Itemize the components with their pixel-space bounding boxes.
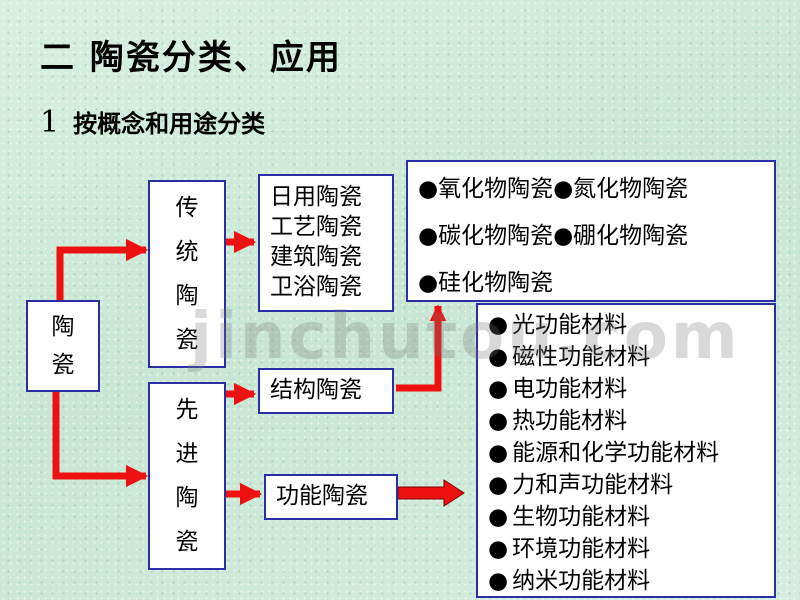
bullet-icon: ● <box>418 176 439 202</box>
traditional-char: 统 <box>175 238 199 265</box>
root-char: 陶 <box>51 313 75 340</box>
page-title: 二 陶瓷分类、应用 <box>40 38 342 78</box>
bullet-icon: ● <box>418 223 439 249</box>
arrow-root-to-advanced <box>52 392 149 488</box>
structural-type: 氮化物陶瓷 <box>573 176 689 202</box>
functional-label: 功能陶瓷 <box>276 483 368 510</box>
structural-types-row: ●硅化物陶瓷 <box>418 260 774 307</box>
functional-type: 生物功能材料 <box>488 501 774 533</box>
section-text: 按概念和用途分类 <box>73 110 266 138</box>
traditional-char: 传 <box>175 194 199 221</box>
functional-type: 力和声功能材料 <box>488 469 774 501</box>
structural-type: 氧化物陶瓷 <box>438 176 554 202</box>
traditional-char: 陶 <box>175 282 199 309</box>
arrow-root-to-traditional <box>56 238 149 302</box>
structural-types-row: ●氧化物陶瓷●氮化物陶瓷 <box>418 166 774 213</box>
arrow-structural-to-types <box>396 304 447 392</box>
structural-label: 结构陶瓷 <box>270 377 362 404</box>
functional-type: 热功能材料 <box>488 405 774 437</box>
structural-type: 硅化物陶瓷 <box>438 270 554 296</box>
bullet-icon: ● <box>553 223 574 249</box>
advanced-char: 进 <box>175 440 199 467</box>
advanced-char: 先 <box>175 396 199 423</box>
functional-type: 光功能材料 <box>488 309 774 341</box>
structural-types-box: ●氧化物陶瓷●氮化物陶瓷 ●碳化物陶瓷●硼化物陶瓷 ●硅化物陶瓷 <box>406 160 776 302</box>
section-subtitle: 1 按概念和用途分类 <box>40 104 265 140</box>
functional-type: 纳米功能材料 <box>488 565 774 597</box>
structural-types-row: ●碳化物陶瓷●硼化物陶瓷 <box>418 213 774 260</box>
arrow-functional-to-types <box>397 479 465 507</box>
functional-type: 磁性功能材料 <box>488 341 774 373</box>
daily-item: 日用陶瓷 <box>270 184 362 211</box>
bullet-icon: ● <box>553 176 574 202</box>
traditional-ceramics-box: 传 统 陶 瓷 <box>148 180 226 368</box>
functional-type: 环境功能材料 <box>488 533 774 565</box>
functional-type: 电功能材料 <box>488 373 774 405</box>
root-ceramics-box: 陶 瓷 <box>26 300 100 392</box>
structural-type: 碳化物陶瓷 <box>438 223 554 249</box>
structural-ceramics-box: 结构陶瓷 <box>258 368 394 414</box>
functional-type: 能源和化学功能材料 <box>488 437 774 469</box>
advanced-char: 瓷 <box>175 528 199 555</box>
functional-types-box: 光功能材料 磁性功能材料 电功能材料 热功能材料 能源和化学功能材料 力和声功能… <box>476 303 776 598</box>
advanced-char: 陶 <box>175 484 199 511</box>
daily-ceramics-box: 日用陶瓷 工艺陶瓷 建筑陶瓷 卫浴陶瓷 <box>258 174 394 312</box>
traditional-char: 瓷 <box>175 326 199 353</box>
root-char: 瓷 <box>51 351 75 378</box>
bullet-icon: ● <box>418 270 439 296</box>
structural-type: 硼化物陶瓷 <box>573 223 689 249</box>
daily-item: 工艺陶瓷 <box>270 214 362 241</box>
functional-ceramics-box: 功能陶瓷 <box>264 474 398 520</box>
section-number: 1 <box>40 105 60 140</box>
advanced-ceramics-box: 先 进 陶 瓷 <box>148 382 226 570</box>
daily-item: 建筑陶瓷 <box>270 244 362 270</box>
daily-item: 卫浴陶瓷 <box>270 273 362 300</box>
